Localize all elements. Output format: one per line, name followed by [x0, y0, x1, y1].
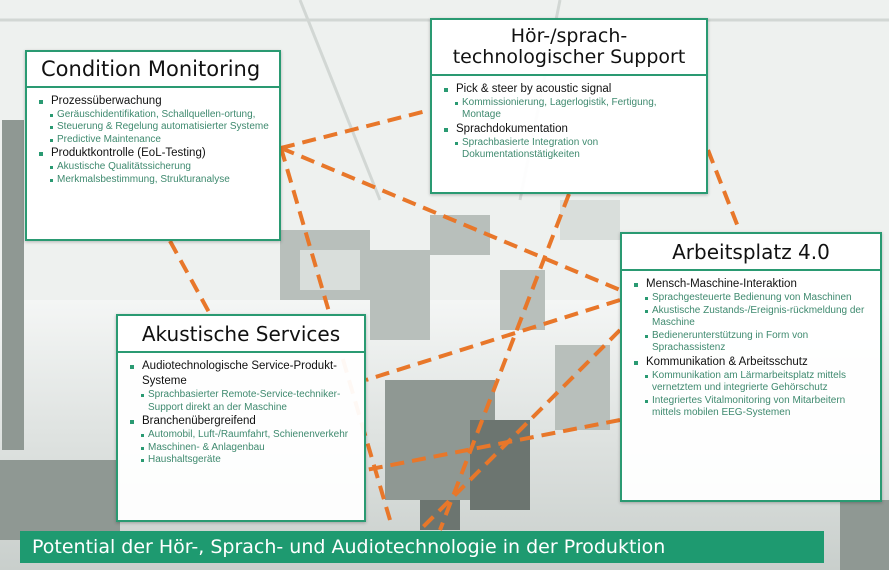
sub-item: Akustische Qualitätssicherung	[39, 161, 271, 174]
arbeitsplatz-list: Mensch-Maschine-Interaktion Sprachgesteu…	[622, 271, 880, 424]
sub-item: Predictive Maintenance	[39, 134, 271, 147]
list-item: Prozessüberwachung	[39, 94, 271, 109]
sub-item: Haushaltsgeräte	[130, 454, 356, 467]
list-item: Kommunikation & Arbeitsschutz	[634, 355, 872, 370]
sub-item: Kommunikation am Lärmarbeitsplatz mittel…	[634, 370, 872, 395]
footer-banner: Potential der Hör-, Sprach- und Audiotec…	[20, 531, 824, 563]
list-item: Pick & steer by acoustic signal	[444, 82, 698, 97]
sub-item: Integriertes Vitalmonitoring von Mitarbe…	[634, 395, 872, 420]
title-line: technologischer Support	[452, 46, 686, 69]
arbeitsplatz-title: Arbeitsplatz 4.0	[622, 234, 880, 272]
list-item: Mensch-Maschine-Interaktion	[634, 277, 872, 292]
akustische-services-list: Audiotechnologische Service-Produkt-Syst…	[118, 353, 364, 471]
arbeitsplatz-box: Arbeitsplatz 4.0 Mensch-Maschine-Interak…	[620, 232, 882, 502]
condition-monitoring-title: Condition Monitoring	[27, 52, 279, 88]
condition-monitoring-box: Condition Monitoring Prozessüberwachung …	[25, 50, 281, 241]
sub-item: Geräuschidentifikation, Schallquellen-or…	[39, 109, 271, 122]
sub-item: Sprachbasierte Integration von Dokumenta…	[444, 137, 698, 162]
sub-item: Steuerung & Regelung automatisierter Sys…	[39, 121, 271, 134]
list-item: Branchenübergreifend	[130, 414, 356, 429]
akustische-services-title: Akustische Services	[118, 316, 364, 354]
condition-monitoring-list: Prozessüberwachung Geräuschidentifikatio…	[27, 88, 279, 191]
list-item: Sprachdokumentation	[444, 122, 698, 137]
sub-item: Automobil, Luft-/Raumfahrt, Schienenverk…	[130, 429, 356, 442]
hoer-sprach-support-title: Hör-/sprach- technologischer Support	[432, 20, 706, 76]
sub-item: Merkmalsbestimmung, Strukturanalyse	[39, 174, 271, 187]
sub-item: Maschinen- & Anlagenbau	[130, 442, 356, 455]
akustische-services-box: Akustische Services Audiotechnologische …	[116, 314, 366, 522]
list-item: Audiotechnologische Service-Produkt-Syst…	[130, 359, 356, 389]
hoer-sprach-support-box: Hör-/sprach- technologischer Support Pic…	[430, 18, 708, 194]
hoer-sprach-support-list: Pick & steer by acoustic signal Kommissi…	[432, 76, 706, 166]
sub-item: Sprachgesteuerte Bedienung von Maschinen	[634, 292, 872, 305]
list-item: Produktkontrolle (EoL-Testing)	[39, 146, 271, 161]
title-line: Hör-/sprach-	[510, 25, 628, 47]
sub-item: Akustische Zustands-/Ereignis-rückmeldun…	[634, 305, 872, 330]
sub-item: Kommissionierung, Lagerlogistik, Fertigu…	[444, 97, 698, 122]
sub-item: Sprachbasierter Remote-Service-techniker…	[130, 389, 356, 414]
sub-item: Bedienerunterstützung in Form von Sprach…	[634, 330, 872, 355]
